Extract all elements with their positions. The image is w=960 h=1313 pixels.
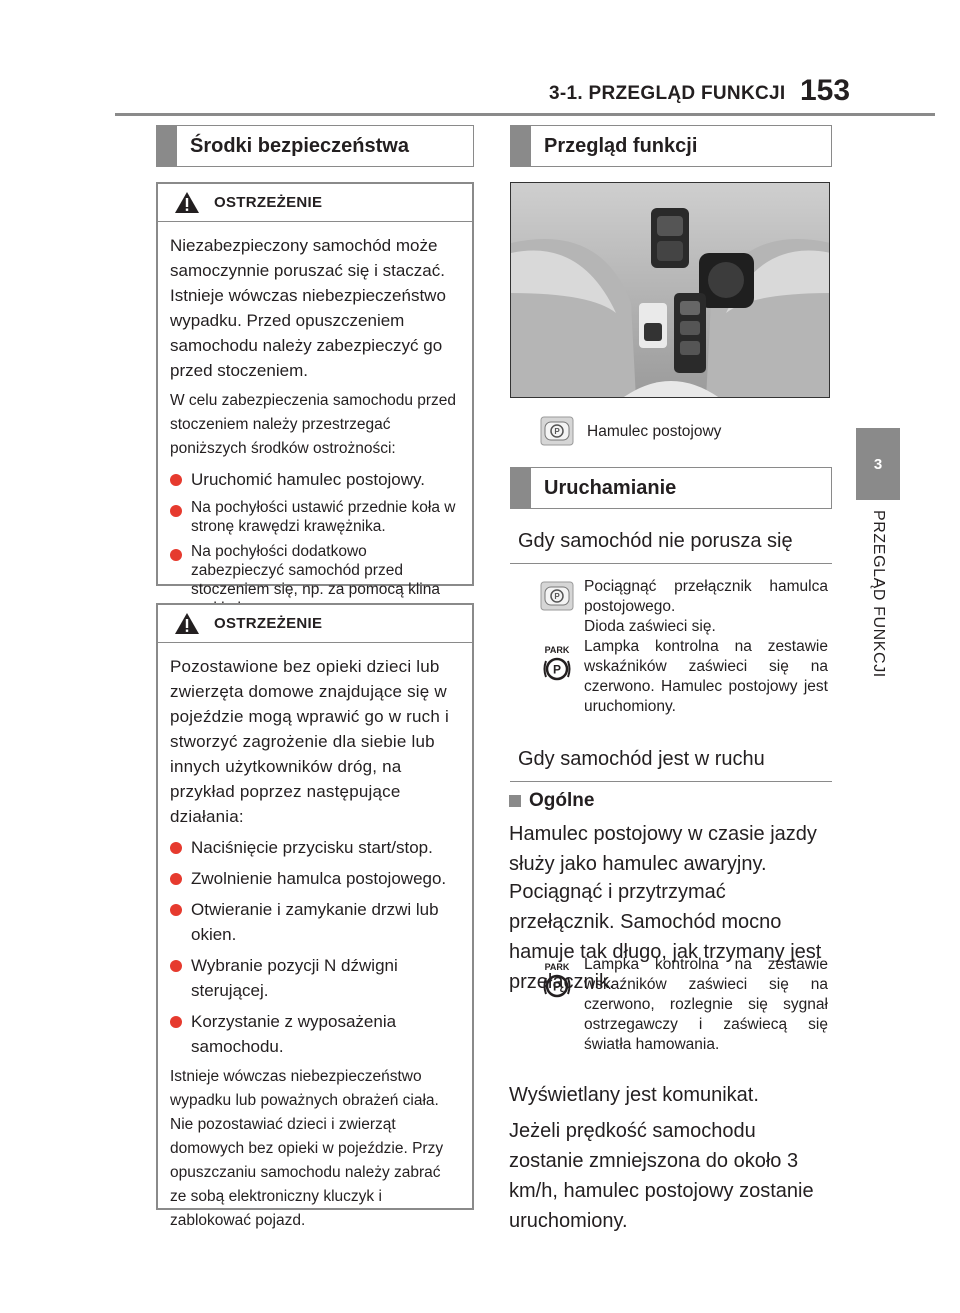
svg-text:P: P bbox=[553, 980, 561, 994]
section-heading-uruchamianie: Uruchamianie bbox=[510, 467, 832, 509]
instruction-text: Lampka kontrolna na zestawie wskaźników … bbox=[584, 638, 828, 715]
instruction-text: Dioda zaświeci się. bbox=[584, 618, 716, 635]
warning-title: OSTRZEŻENIE bbox=[214, 194, 323, 211]
instruction-text: Pociągnąć przełącznik hamulca postojoweg… bbox=[584, 578, 828, 615]
parking-brake-icon: P bbox=[540, 581, 574, 611]
section-heading-text: Przegląd funkcji bbox=[544, 134, 698, 157]
body-paragraph: Pociągnąć i przytrzymać przełącznik. Sam… bbox=[509, 881, 822, 993]
chapter-number: 3 bbox=[873, 455, 883, 473]
bullet-item: Naciśnięcie przycisku start/stop. bbox=[170, 835, 460, 860]
bullet-dot-icon bbox=[170, 904, 182, 916]
park-icon-label: PARK bbox=[545, 645, 570, 655]
chapter-side-label: PRZEGLĄD FUNKCJI bbox=[862, 510, 894, 710]
section-heading-srodki: Środki bezpieczeństwa bbox=[156, 125, 474, 167]
chapter-label-text: PRZEGLĄD FUNKCJI bbox=[870, 510, 887, 678]
warning-triangle-icon bbox=[175, 192, 199, 213]
bullet-item: Wybranie pozycji N dźwigni sterującej. bbox=[170, 953, 460, 1003]
bullet-dot-icon bbox=[170, 549, 182, 561]
section-heading-text: Uruchamianie bbox=[544, 476, 677, 499]
bullet-dot-icon bbox=[170, 960, 182, 972]
page-number: 153 bbox=[800, 74, 851, 107]
chapter-tab[interactable]: 3 bbox=[856, 428, 900, 500]
subsection-heading: Gdy samochód nie porusza się bbox=[510, 519, 832, 564]
warning-header: OSTRZEŻENIE bbox=[158, 184, 472, 222]
gray-square-icon bbox=[509, 795, 521, 807]
bullet-dot-icon bbox=[170, 474, 182, 486]
bullet-item: Uruchomić hamulec postojowy. bbox=[170, 467, 460, 492]
warning-paragraph: Niezabezpieczony samochód może samoczynn… bbox=[170, 236, 446, 380]
warning-title: OSTRZEŻENIE bbox=[214, 615, 323, 632]
parking-brake-icon: P bbox=[540, 416, 574, 446]
heading-bar bbox=[511, 126, 531, 166]
running-header: 3-1. PRZEGLĄD FUNKCJI bbox=[549, 83, 786, 104]
bullet-item: Na pochyłości dodatkowo zabezpieczyć sam… bbox=[170, 542, 460, 618]
warning-box-2: OSTRZEŻENIE Pozostawione bez opieki dzie… bbox=[156, 603, 474, 1229]
svg-text:P: P bbox=[553, 663, 561, 677]
bullet-item: Korzystanie z wyposażenia samochodu. bbox=[170, 1009, 460, 1059]
heading-bar bbox=[157, 126, 177, 166]
body-paragraph: Hamulec postojowy w czasie jazdy służy j… bbox=[509, 823, 817, 875]
bullet-item: Na pochyłości ustawić przednie koła w st… bbox=[170, 498, 460, 536]
header-rule bbox=[115, 113, 935, 116]
warning-paragraph: Pozostawione bez opieki dzieci lub zwier… bbox=[170, 657, 449, 826]
bullet-dot-icon bbox=[170, 842, 182, 854]
warning-paragraph: W celu zabezpieczenia samochodu przed st… bbox=[170, 392, 457, 457]
park-indicator-icon: PARK P bbox=[540, 960, 574, 1000]
bullet-dot-icon bbox=[170, 1016, 182, 1028]
bullet-item: Otwieranie i zamykanie drzwi lub okien. bbox=[170, 897, 460, 947]
heading-bar bbox=[511, 468, 531, 508]
svg-text:P: P bbox=[554, 427, 560, 436]
section-heading-text: Środki bezpieczeństwa bbox=[190, 134, 409, 157]
bullet-dot-icon bbox=[170, 873, 182, 885]
warning-box-1: OSTRZEŻENIE Niezabezpieczony samochód mo… bbox=[156, 182, 474, 617]
photo-caption: Hamulec postojowy bbox=[587, 423, 722, 440]
warning-triangle-icon bbox=[175, 613, 199, 634]
parking-brake-photo bbox=[510, 182, 830, 398]
park-indicator-icon: PARK P bbox=[540, 643, 574, 683]
instruction-text: Lampka kontrolna na zestawie wskaźników … bbox=[584, 956, 828, 1053]
section-heading-przeglad: Przegląd funkcji bbox=[510, 125, 832, 167]
warning-paragraph: Istnieje wówczas niebezpieczeństwo wypad… bbox=[170, 1068, 444, 1229]
bullet-dot-icon bbox=[170, 505, 182, 517]
subsection-heading: Gdy samochód jest w ruchu bbox=[510, 737, 832, 782]
svg-text:P: P bbox=[554, 592, 560, 601]
park-icon-label: PARK bbox=[545, 962, 570, 972]
body-paragraph: Wyświetlany jest komunikat. bbox=[509, 1084, 759, 1106]
warning-header: OSTRZEŻENIE bbox=[158, 605, 472, 643]
console-photo-illustration bbox=[511, 183, 829, 397]
body-paragraph: Jeżeli prędkość samochodu zostanie zmnie… bbox=[509, 1120, 814, 1232]
bullet-item: Zwolnienie hamulca postojowego. bbox=[170, 866, 460, 891]
ogolne-heading: Ogólne bbox=[509, 790, 594, 812]
